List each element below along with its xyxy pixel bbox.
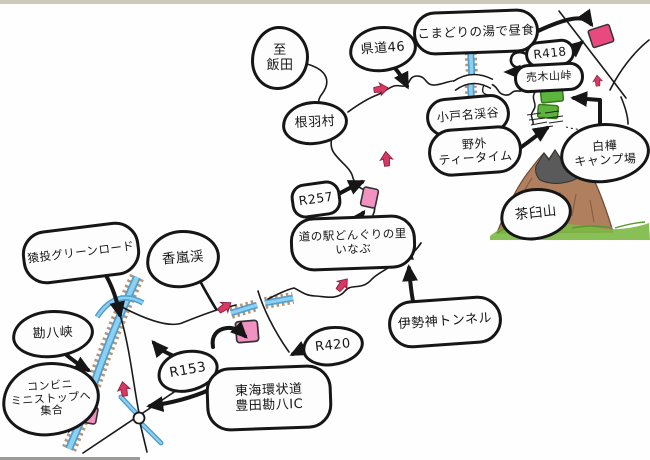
label-urugi-pass: 売木山峠 <box>513 61 585 94</box>
scan-artifact-top <box>0 0 650 4</box>
red-arrow-icon-1 <box>372 81 390 97</box>
road-michinoeki-south <box>267 264 393 300</box>
red-arrow-icon-5 <box>115 380 132 398</box>
road-junction-spur <box>139 422 148 453</box>
road-riverside <box>120 317 140 414</box>
label-michinoeki-inabu: 道の駅どんぐりの里 いなぶ <box>289 213 417 273</box>
arrow-komadori-to-flag <box>536 8 594 33</box>
arrow-kendo46 <box>392 65 409 90</box>
bridge-icon <box>451 73 495 92</box>
label-to-iida: 至 飯田 <box>251 26 309 90</box>
middle-river-icon <box>229 292 295 319</box>
label-yagai-teatime: 野外 ティータイム <box>426 123 524 179</box>
road-topright-3 <box>620 96 629 125</box>
red-arrow-icon-6 <box>592 74 604 87</box>
red-arrow-icon-2 <box>379 150 394 168</box>
arrow-isegami <box>402 264 418 303</box>
road-wiggle-urugi <box>530 90 537 125</box>
arrow-r153-bridge <box>210 321 248 349</box>
arrow-to-green-field <box>570 91 602 130</box>
label-tokai-kanjo-ic: 東海環状道 豊田勘八IC <box>204 363 334 433</box>
interchange-junction-icon <box>132 411 146 425</box>
arrow-tokai-kanjo <box>146 388 211 412</box>
red-arrow-icon-3 <box>332 274 353 295</box>
river-bridge-arc-icon <box>94 295 145 319</box>
expressway-line-icon <box>118 394 164 446</box>
road-topright-2 <box>609 39 650 91</box>
label-isegami-tunnel: 伊勢神トンネル <box>386 294 504 350</box>
goal-flag-icon <box>587 23 615 49</box>
road-bridge-down <box>257 290 290 353</box>
grass-hatch-icon <box>526 110 597 131</box>
scan-artifact-bottom <box>0 457 140 460</box>
pink-marker-icon-1 <box>359 186 380 209</box>
road-komadori-west <box>347 75 458 113</box>
label-komadori-lunch: こまどりの湯で昼食 <box>412 7 540 57</box>
